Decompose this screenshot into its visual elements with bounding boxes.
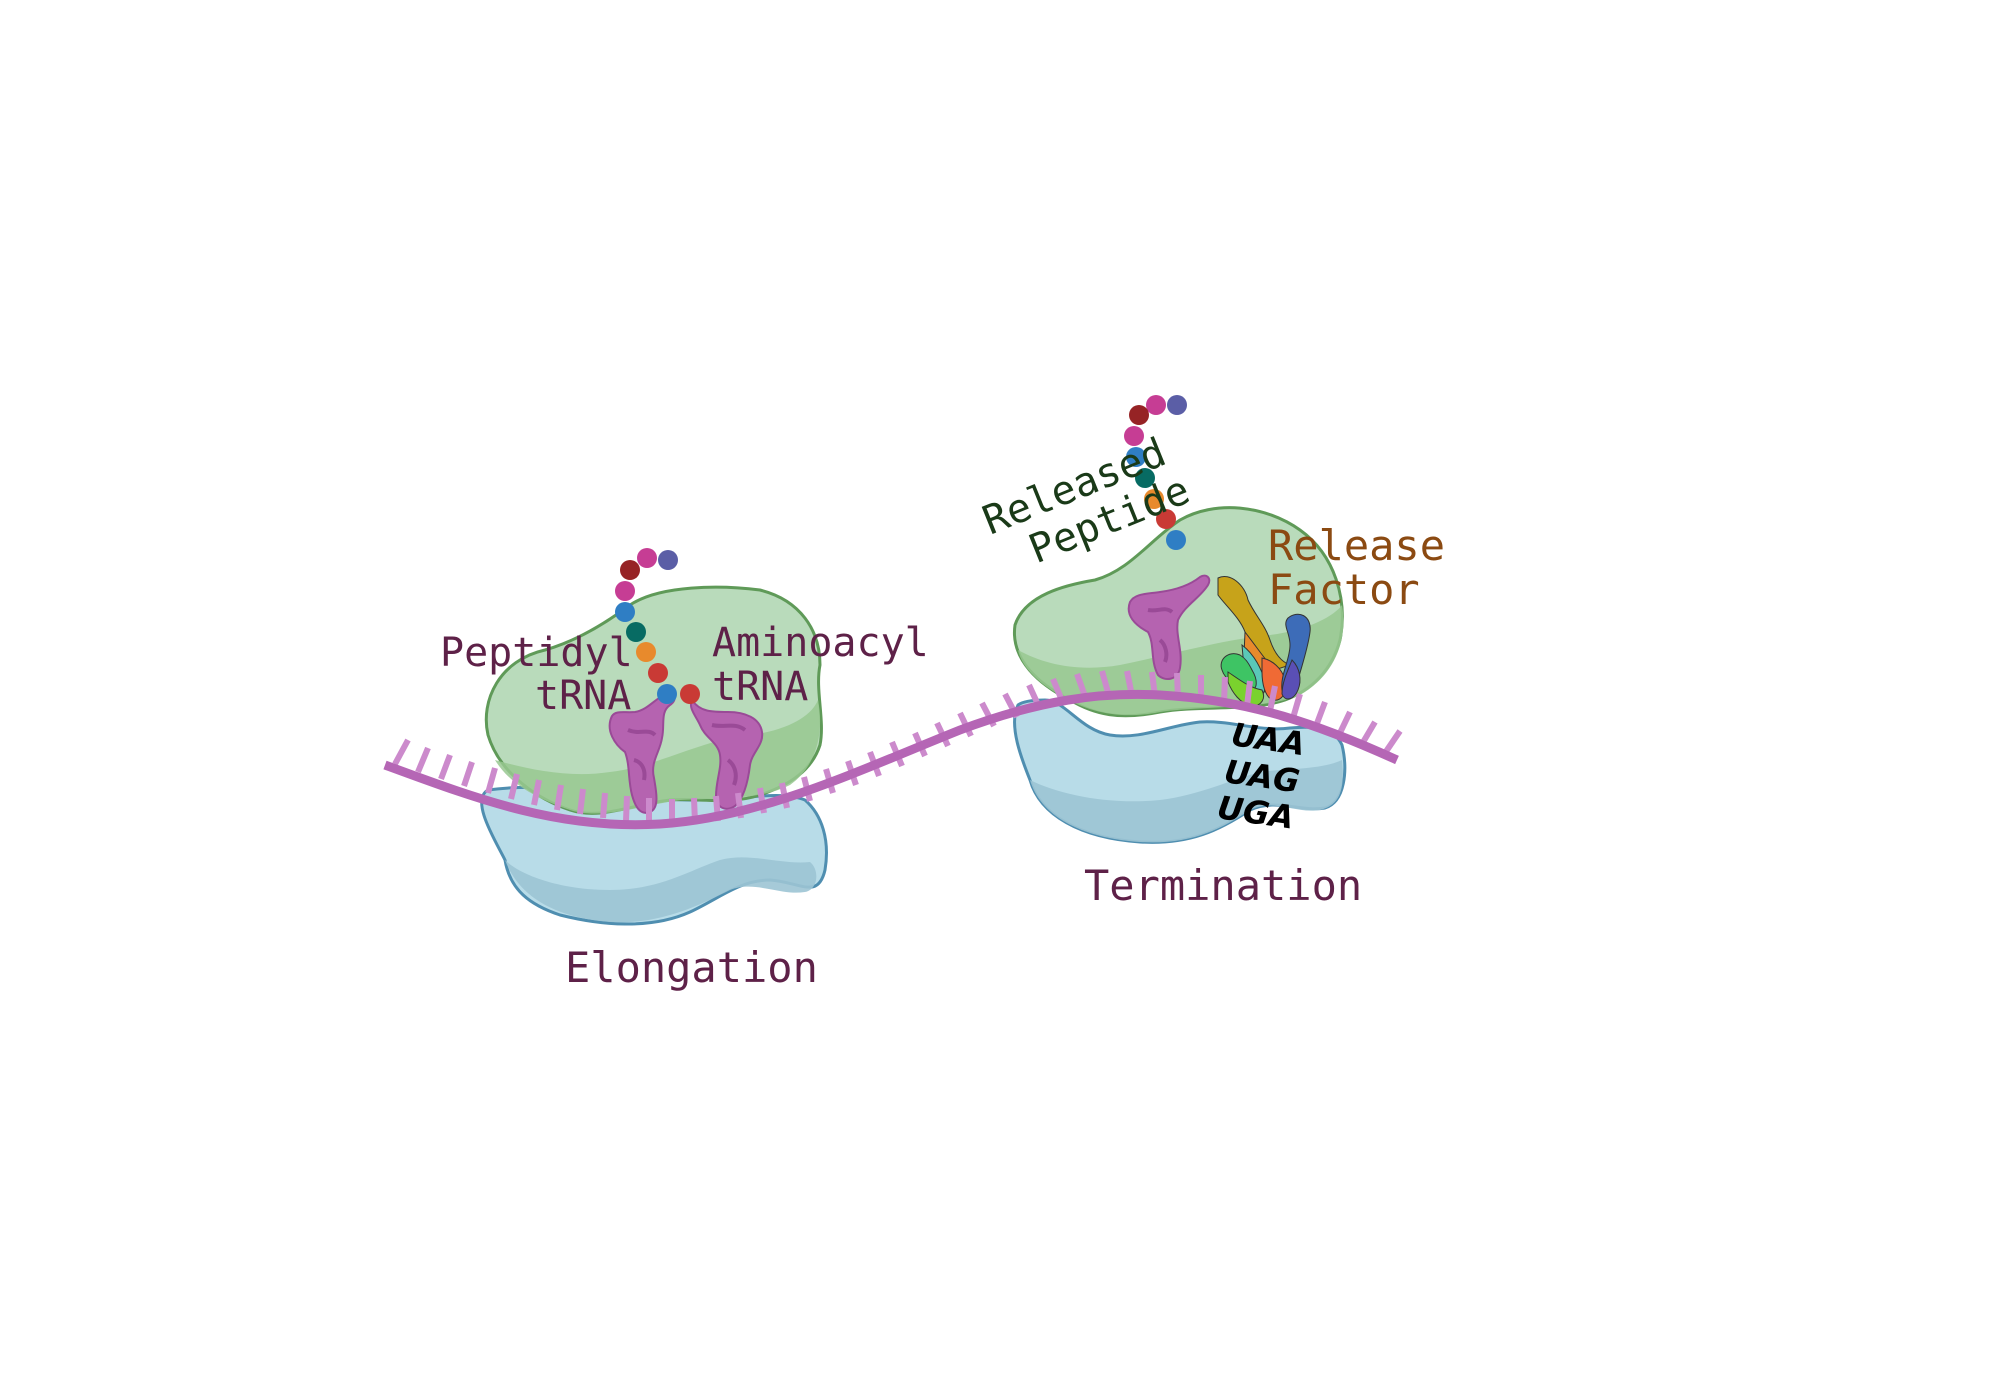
aminoacyl-amino-acid xyxy=(680,684,700,704)
label-factor: Factor xyxy=(1268,565,1420,614)
mrna-strand xyxy=(383,670,1403,830)
amino-acid xyxy=(1124,426,1144,446)
aminoacyl-trna xyxy=(690,698,764,810)
amino-acid xyxy=(657,684,677,704)
amino-acid xyxy=(1144,489,1164,509)
amino-acid xyxy=(1146,395,1166,415)
amino-acid xyxy=(1135,468,1155,488)
label-elongation: Elongation xyxy=(565,943,818,992)
amino-acid xyxy=(636,642,656,662)
mrna-bases xyxy=(392,670,1403,824)
amino-acid xyxy=(1156,509,1176,529)
stop-codons: UAA UAG UGA xyxy=(1215,715,1308,836)
label-termination: Termination xyxy=(1084,861,1362,910)
label-peptidyl: Peptidyl xyxy=(440,630,633,676)
amino-acid xyxy=(626,622,646,642)
amino-acid xyxy=(615,581,635,601)
amino-acid xyxy=(620,560,640,580)
amino-acid xyxy=(1129,405,1149,425)
amino-acid xyxy=(1167,395,1187,415)
label-aminoacyl: Aminoacyl xyxy=(712,620,929,666)
termination-trna xyxy=(1127,574,1211,681)
label-aminoacyl-trna: tRNA xyxy=(712,664,808,710)
mrna-backbone xyxy=(383,689,1399,830)
amino-acid xyxy=(1126,447,1146,467)
amino-acid xyxy=(637,548,657,568)
amino-acid xyxy=(648,663,668,683)
label-release: Release xyxy=(1268,521,1445,570)
amino-acid xyxy=(658,550,678,570)
growing-peptide-chain xyxy=(615,548,700,704)
label-peptidyl-trna: tRNA xyxy=(535,673,631,719)
amino-acid xyxy=(615,602,635,622)
peptidyl-trna xyxy=(608,691,676,814)
termination-small-subunit xyxy=(1013,698,1347,844)
released-peptide-chain xyxy=(1124,395,1187,550)
amino-acid xyxy=(1166,530,1186,550)
